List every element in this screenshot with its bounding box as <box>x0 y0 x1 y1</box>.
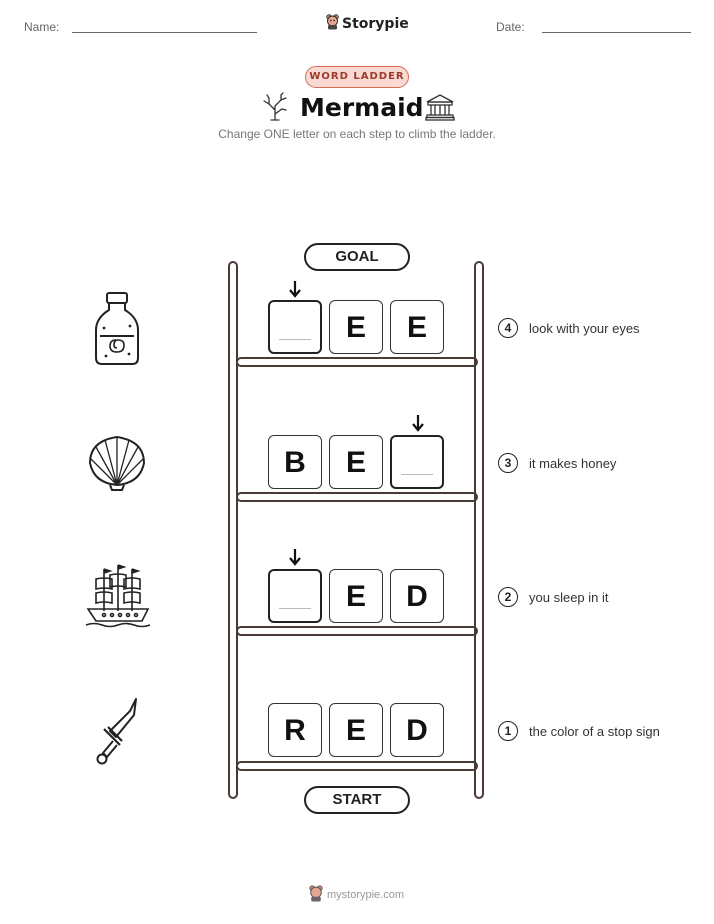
change-arrow-icon <box>411 414 425 437</box>
letter-tile: E <box>329 703 383 757</box>
bear-icon <box>326 14 339 34</box>
step-number: 4 <box>498 318 518 338</box>
seashell-icon <box>86 433 148 496</box>
letter-tile: D <box>390 703 444 757</box>
bottle-icon <box>92 290 142 371</box>
clue-text: it makes honey <box>529 456 617 471</box>
instructions-text: Change ONE letter on each step to climb … <box>218 127 496 141</box>
change-arrow-icon <box>288 548 302 571</box>
date-field[interactable] <box>542 32 691 33</box>
dagger-icon <box>94 697 140 772</box>
clue-text: you sleep in it <box>529 590 609 605</box>
brand-logo: Storypie <box>326 14 409 34</box>
letter-tile[interactable] <box>268 569 322 623</box>
coral-icon <box>260 92 290 127</box>
step-number: 1 <box>498 721 518 741</box>
bear-icon <box>309 885 323 905</box>
page-title: Mermaid <box>300 93 424 122</box>
temple-icon <box>425 93 455 126</box>
letter-tile: E <box>329 435 383 489</box>
letter-tile: R <box>268 703 322 757</box>
clue-text: look with your eyes <box>529 321 640 336</box>
start-label: START <box>304 786 410 814</box>
ship-icon <box>84 563 152 634</box>
letter-tile: E <box>390 300 444 354</box>
activity-badge: WORD LADDER <box>305 66 409 88</box>
clue-text: the color of a stop sign <box>529 724 660 739</box>
name-label: Name: <box>24 20 60 34</box>
letter-tile: D <box>390 569 444 623</box>
letter-tile: E <box>329 569 383 623</box>
step-number: 3 <box>498 453 518 473</box>
letter-tile[interactable] <box>390 435 444 489</box>
ladder-frame <box>227 260 489 815</box>
name-field[interactable] <box>72 32 257 33</box>
change-arrow-icon <box>288 280 302 303</box>
date-label: Date: <box>496 20 525 34</box>
brand-name: Storypie <box>342 16 409 32</box>
letter-tile: B <box>268 435 322 489</box>
step-number: 2 <box>498 587 518 607</box>
goal-label: GOAL <box>304 243 410 271</box>
letter-tile[interactable] <box>268 300 322 354</box>
letter-tile: E <box>329 300 383 354</box>
footer-url[interactable]: mystorypie.com <box>327 889 405 901</box>
footer: mystorypie.com <box>309 885 404 905</box>
